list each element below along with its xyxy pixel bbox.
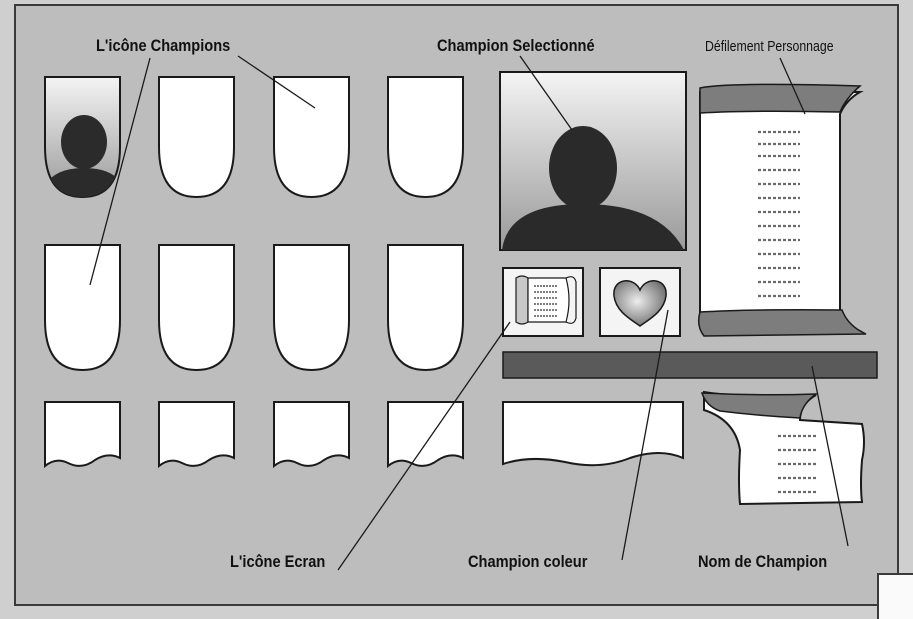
label-defilement-personnage: Défilement Personnage: [705, 38, 834, 55]
screen-icon-banner[interactable]: [159, 402, 234, 466]
label-icone-champions: L'icône Champions: [96, 36, 230, 56]
champion-icon-shield[interactable]: [159, 77, 234, 197]
champion-icon-shield[interactable]: [388, 77, 463, 197]
scroll-icon: [516, 276, 576, 324]
champion-icon-shield[interactable]: [388, 245, 463, 370]
champion-name-bar[interactable]: [503, 352, 877, 378]
screen-icon-banner[interactable]: [388, 402, 463, 466]
champion-color-box[interactable]: [600, 268, 680, 336]
screen-icon-banner[interactable]: [45, 402, 120, 466]
selected-champion-portrait[interactable]: [500, 72, 686, 250]
champion-icon-shield[interactable]: [274, 245, 349, 370]
screen-icon-banner[interactable]: [274, 402, 349, 466]
character-scroll-panel[interactable]: [699, 84, 866, 336]
champion-icon-shield[interactable]: [45, 245, 120, 370]
label-champion-selectionne: Champion Selectionné: [437, 36, 595, 56]
screen-icon-box[interactable]: [503, 268, 583, 336]
scroll-curl-top: [700, 84, 860, 113]
corner-box: [877, 573, 913, 619]
label-icone-ecran: L'icône Ecran: [230, 552, 325, 572]
champion-icon-shield[interactable]: [40, 77, 126, 200]
label-champion-coleur: Champion coleur: [468, 552, 587, 572]
label-nom-de-champion: Nom de Champion: [698, 552, 827, 572]
lower-scroll-panel[interactable]: [702, 392, 864, 504]
scroll-curl-bottom: [699, 310, 866, 336]
champion-icon-shield[interactable]: [274, 77, 349, 197]
champion-icon-shield[interactable]: [159, 245, 234, 370]
screen-icon-banner-wide[interactable]: [503, 402, 683, 465]
